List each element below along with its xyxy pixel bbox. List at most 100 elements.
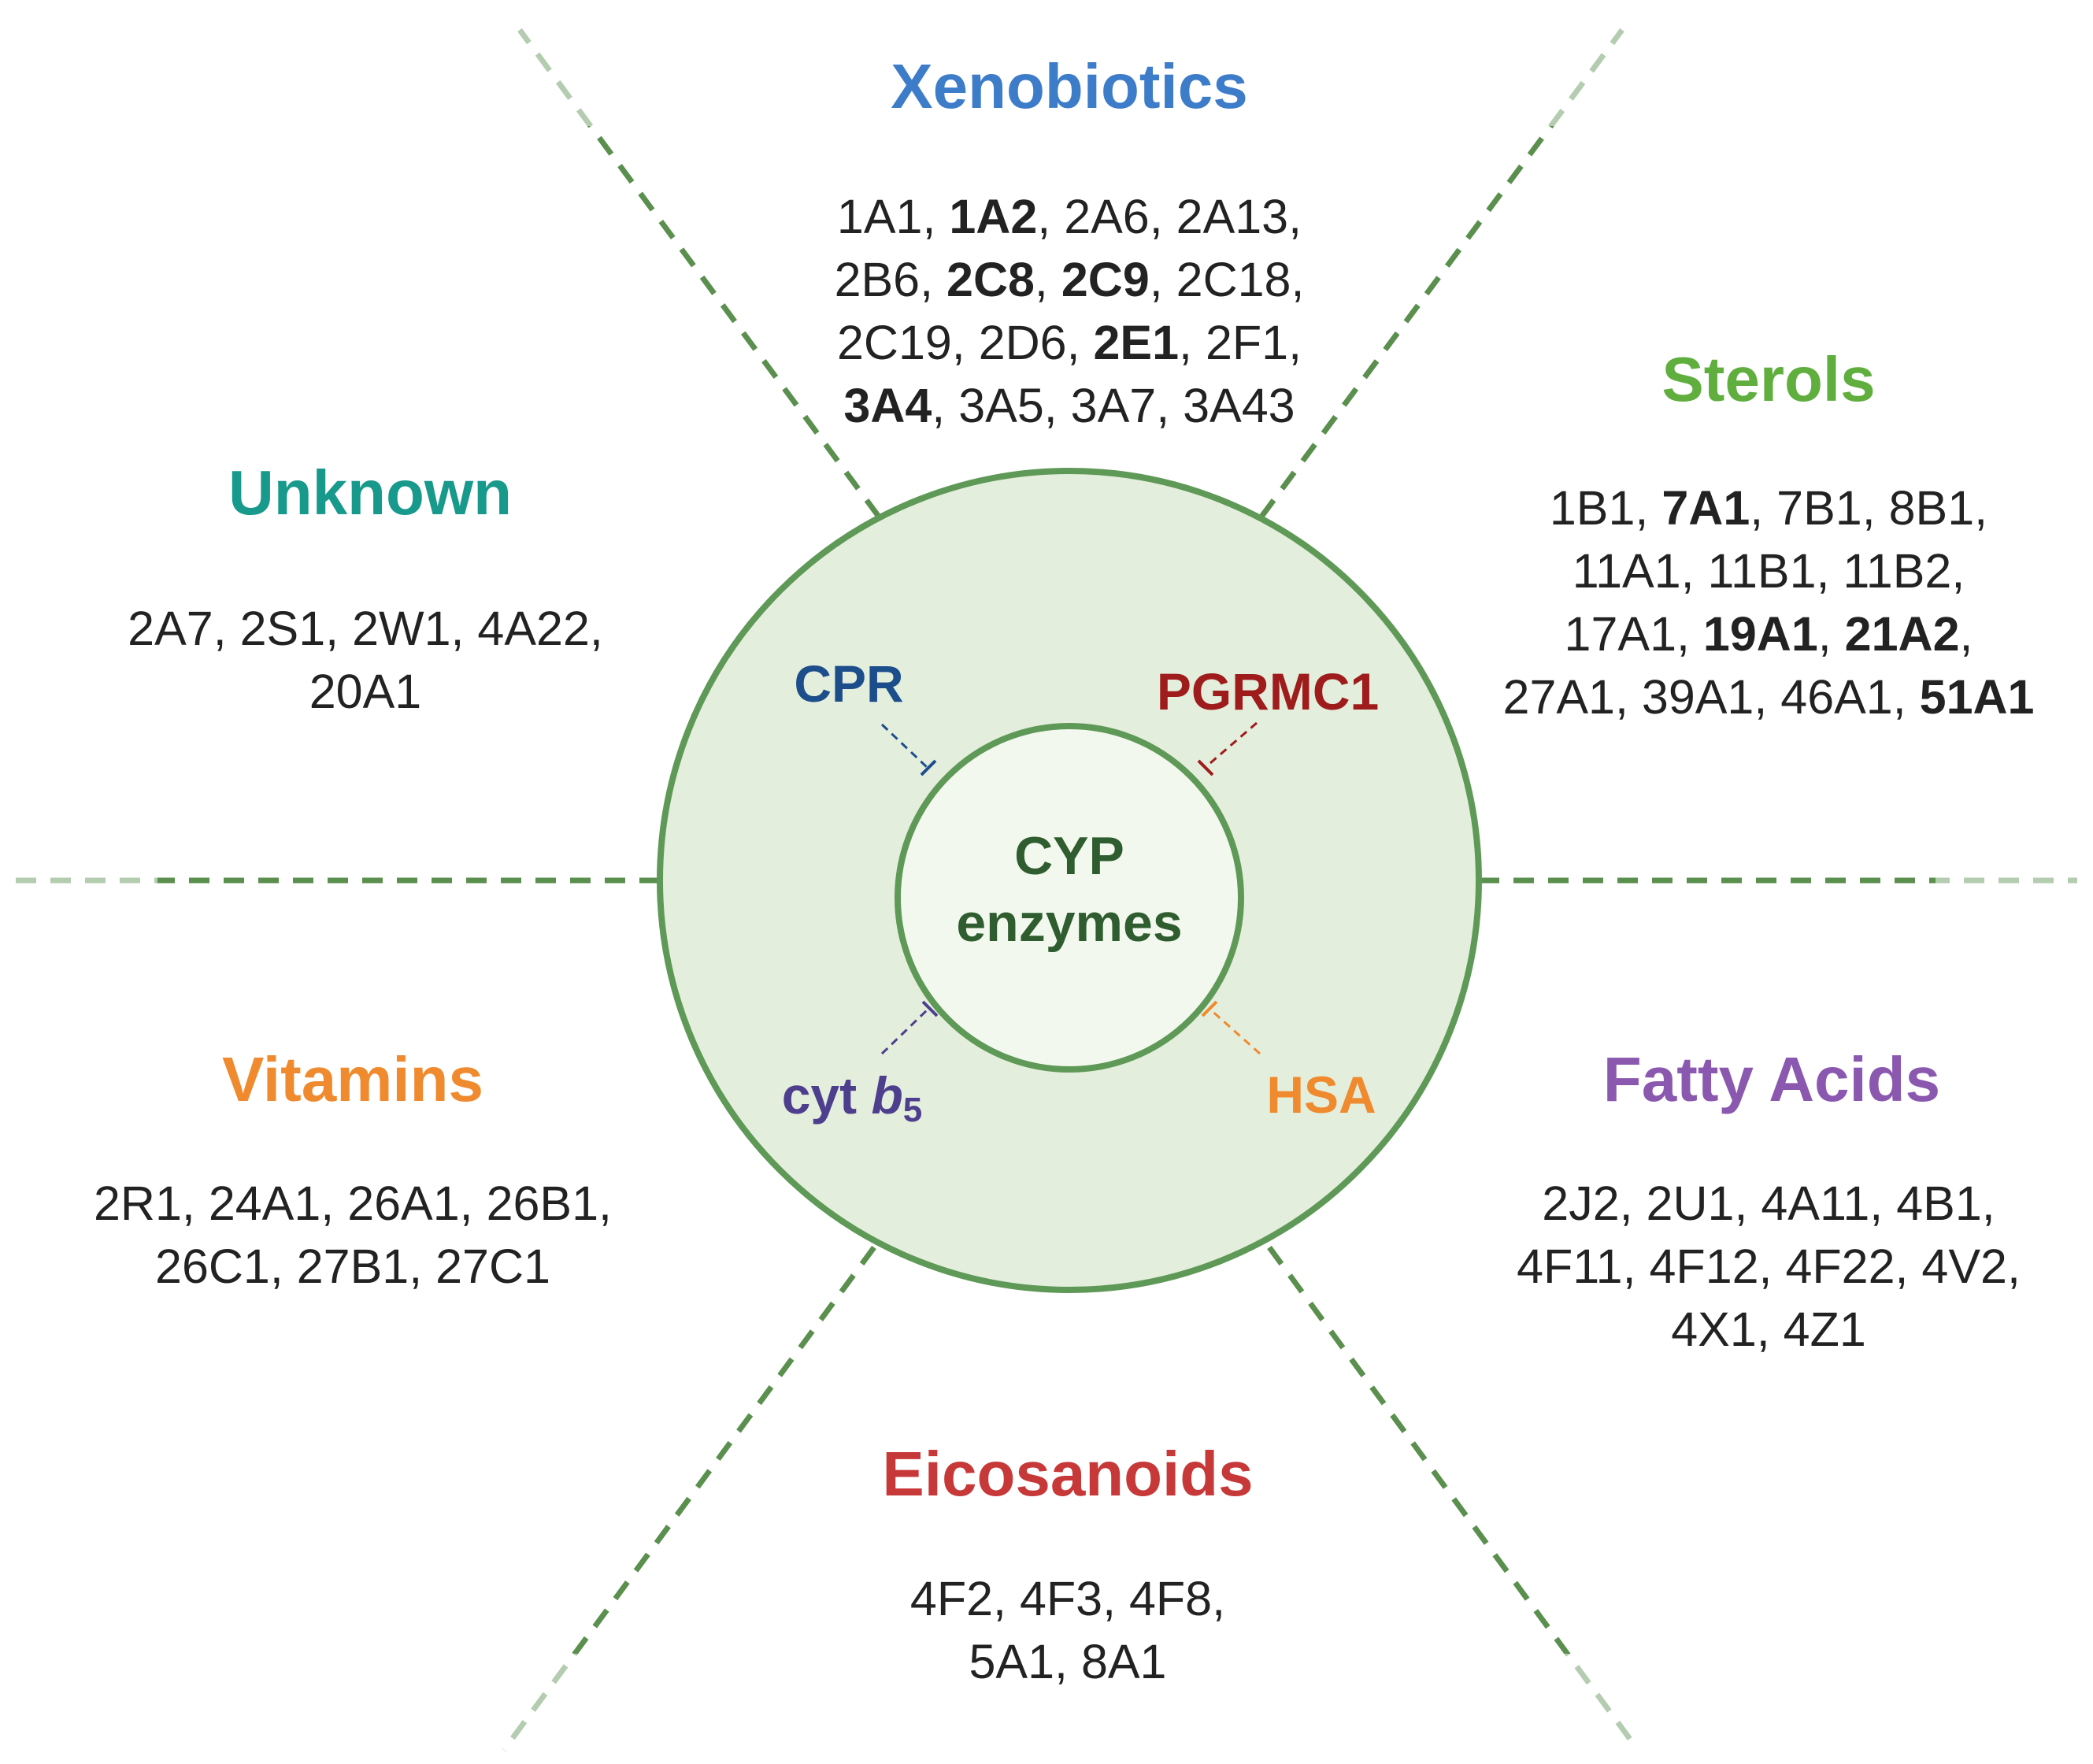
enzyme-4b1: 4B1: [1896, 1177, 1982, 1230]
enzyme-19a1: 19A1: [1702, 607, 1818, 661]
cpr-arrow: [880, 723, 929, 769]
heading-unknown: Unknown: [228, 458, 512, 528]
heading-eicosanoids: Eicosanoids: [882, 1439, 1254, 1509]
enzyme-line: 2C19, 2D6, 2E1, 2F1,: [836, 316, 1302, 369]
cytb5-italic: b: [871, 1066, 903, 1125]
enzyme-line: 4X1, 4Z1: [1671, 1303, 1866, 1356]
enzyme-26a1: 26A1: [347, 1177, 460, 1230]
enzyme-line: 2B6, 2C8, 2C9, 2C18,: [834, 253, 1305, 306]
enzyme-1a1: 1A1: [836, 190, 923, 243]
center-label: CYP enzymes: [956, 823, 1182, 957]
enzyme-line: 20A1: [128, 660, 603, 723]
enzyme-3a7: 3A7: [1070, 379, 1157, 432]
enzyme-17a1: 17A1: [1564, 607, 1677, 661]
enzyme-3a5: 3A5: [958, 379, 1044, 432]
heading-fatty-acids: Fatty Acids: [1602, 1044, 1941, 1114]
enzyme-2w1: 2W1: [352, 602, 451, 655]
enzyme-2c9: 2C9: [1061, 253, 1150, 306]
cytb5-bar: [921, 1000, 939, 1017]
enzyme-4f11: 4F11: [1517, 1240, 1623, 1293]
enzyme-line: 2A7, 2S1, 2W1, 4A22,: [128, 602, 603, 655]
partner-hsa: HSA: [1266, 1065, 1376, 1124]
enzyme-2a6: 2A6: [1064, 190, 1150, 243]
enzyme-26b1: 26B1: [486, 1177, 599, 1230]
cytb5-arrow: [880, 1006, 931, 1055]
hsa-arrow: [1208, 1006, 1261, 1055]
enzyme-4a11: 4A11: [1761, 1177, 1870, 1230]
heading-xenobiotics: Xenobiotics: [891, 51, 1248, 121]
enzyme-4x1: 4X1: [1671, 1303, 1757, 1356]
enzyme-4f3: 4F3: [1019, 1572, 1103, 1625]
enzyme-2r1: 2R1: [94, 1177, 182, 1230]
enzyme-3a4: 3A4: [843, 379, 932, 432]
enzyme-39a1: 39A1: [1641, 670, 1754, 724]
enzyme-26c1: 26C1: [155, 1240, 270, 1293]
enzyme-27c1: 27C1: [435, 1240, 550, 1293]
enzyme-21a2: 21A2: [1844, 607, 1960, 661]
enzyme-2a13: 2A13: [1176, 190, 1289, 243]
enzyme-2u1: 2U1: [1646, 1177, 1735, 1230]
enzyme-2j2: 2J2: [1542, 1177, 1620, 1230]
pgrmc1-arrow: [1204, 721, 1258, 769]
enzymes-fatty-acids: 2J2, 2U1, 4A11, 4B1,4F11, 4F12, 4F22, 4V…: [1517, 1172, 2021, 1361]
enzyme-line: 4F2, 4F3, 4F8,: [909, 1572, 1226, 1625]
enzyme-line: 1A1, 1A2, 2A6, 2A13,: [836, 190, 1302, 243]
center-label-line1: CYP: [1014, 826, 1124, 886]
enzyme-7b1: 7B1: [1776, 481, 1862, 535]
enzyme-4f12: 4F12: [1649, 1240, 1759, 1293]
enzyme-line: 3A4, 3A5, 3A7, 3A43: [843, 379, 1295, 432]
enzyme-11b1: 11B1: [1707, 544, 1817, 598]
hsa-bar: [1201, 1000, 1218, 1017]
partner-arrows: [880, 721, 1261, 1055]
enzyme-2s1: 2S1: [239, 602, 326, 655]
enzyme-line: 2R1, 24A1, 26A1, 26B1,: [94, 1177, 612, 1230]
enzymes-vitamins: 2R1, 24A1, 26A1, 26B1, 26C1, 27B1, 27C1: [94, 1172, 612, 1298]
enzyme-8a1: 8A1: [1080, 1635, 1167, 1688]
enzymes-unknown: 2A7, 2S1, 2W1, 4A22, 20A1: [128, 597, 603, 723]
enzyme-11b2: 11B2: [1843, 544, 1952, 598]
enzyme-4f2: 4F2: [909, 1572, 994, 1625]
enzyme-line: 26C1, 27B1, 27C1: [155, 1240, 550, 1293]
partner-cytb5: cyt b5: [782, 1065, 923, 1130]
enzyme-1a2: 1A2: [949, 190, 1038, 243]
enzyme-4f22: 4F22: [1785, 1240, 1895, 1293]
enzyme-line: 11A1, 11B1, 11B2,: [1572, 544, 1965, 598]
enzyme-4z1: 4Z1: [1783, 1303, 1866, 1356]
heading-sterols: Sterols: [1661, 344, 1876, 414]
enzyme-3a43: 3A43: [1183, 379, 1295, 432]
inner-circle: [895, 723, 1244, 1073]
enzyme-2f1: 2F1: [1205, 316, 1289, 369]
enzyme-line: 4F11, 4F12, 4F22, 4V2,: [1517, 1240, 2021, 1293]
enzyme-line: 17A1, 19A1, 21A2,: [1564, 607, 1973, 661]
partner-arrow-bars: [920, 759, 1218, 1017]
enzymes-sterols: 1B1, 7A1, 7B1, 8B1, 11A1, 11B1, 11B2, 17A1…: [1503, 476, 2035, 728]
heading-vitamins: Vitamins: [222, 1044, 483, 1114]
enzyme-27b1: 27B1: [296, 1240, 409, 1293]
enzyme-line: 1B1, 7A1, 7B1, 8B1,: [1549, 481, 1988, 535]
enzyme-2c19: 2C19: [836, 316, 952, 369]
enzymes-xenobiotics: 1A1, 1A2, 2A6, 2A13, 2B6, 2C8, 2C9, 2C18,…: [835, 185, 1305, 437]
enzyme-11a1: 11A1: [1572, 544, 1681, 598]
enzyme-line: 27A1, 39A1, 46A1, 51A1: [1502, 670, 2035, 724]
enzyme-8b1: 8B1: [1888, 481, 1975, 535]
enzyme-4f8: 4F8: [1128, 1572, 1213, 1625]
enzyme-2d6: 2D6: [978, 316, 1067, 369]
cytb5-sub: 5: [902, 1091, 923, 1129]
enzyme-27a1: 27A1: [1502, 670, 1615, 724]
partner-cpr: CPR: [794, 654, 904, 713]
enzyme-4a22: 4A22: [477, 602, 590, 655]
enzyme-24a1: 24A1: [208, 1177, 321, 1230]
enzyme-2c18: 2C18: [1176, 253, 1291, 306]
cpr-bar: [920, 759, 937, 776]
partner-pgrmc1: PGRMC1: [1156, 662, 1380, 721]
enzyme-20a1: 20A1: [309, 665, 422, 718]
enzyme-7a1: 7A1: [1661, 481, 1750, 535]
enzyme-1b1: 1B1: [1549, 481, 1636, 535]
enzyme-46a1: 46A1: [1780, 670, 1893, 724]
enzyme-5a1: 5A1: [969, 1635, 1055, 1688]
cytb5-prefix: cyt: [781, 1066, 872, 1125]
enzyme-2e1: 2E1: [1093, 316, 1180, 369]
